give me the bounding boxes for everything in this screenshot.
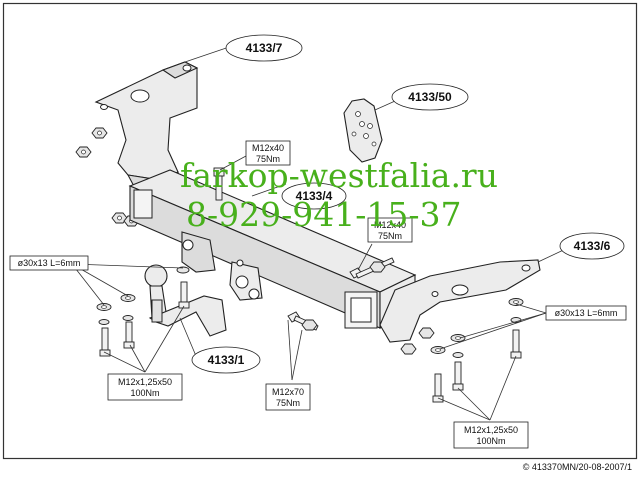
washer-right-3 [430, 346, 446, 354]
bolt-right-3 [432, 373, 444, 403]
spec-washer-right-label: ø30x13 L=6mm [555, 308, 618, 318]
spec-washer-left: ø30x13 L=6mm [9, 255, 89, 271]
bolt-m12x40-a [213, 167, 225, 201]
callout-4133-1-label: 4133/1 [208, 353, 245, 367]
callout-4133-1: 4133/1 [191, 346, 261, 374]
watermark-site: farkop-westfalia.ru [180, 156, 498, 195]
spec-m12x40-a-torque: 75Nm [256, 154, 280, 164]
watermark-phone: 8-929-941-15-37 [186, 195, 462, 234]
nut-left-mid-1 [111, 212, 128, 224]
drawing-frame [2, 2, 638, 460]
bolt-m12x70 [287, 311, 319, 331]
spec-m12x70-size: M12x70 [272, 387, 304, 397]
spec-m12x40-a-size: M12x40 [252, 143, 284, 153]
washer-left-1 [120, 294, 136, 302]
bolt-left-1 [99, 327, 111, 357]
spec-m12x40-a: M12x40 75Nm [245, 140, 291, 166]
spec-m12x70-torque: 75Nm [276, 398, 300, 408]
spec-m12x125-right: M12x1,25x50 100Nm [453, 421, 529, 449]
bracket-right-part [379, 259, 541, 343]
washer-right-2 [450, 334, 466, 342]
callout-4133-6: 4133/6 [559, 232, 625, 260]
callout-4133-6-label: 4133/6 [574, 239, 611, 253]
nut-left-top-2 [75, 146, 92, 158]
spec-m12x125-left: M12x1,25x50 100Nm [107, 373, 183, 401]
spec-m12x40-b: M12x40 75Nm [367, 217, 413, 243]
nut-left-top-1 [91, 127, 108, 139]
spec-m12x40-b-size: M12x40 [374, 220, 406, 230]
bolt-left-2 [123, 321, 135, 349]
callout-4133-4: 4133/4 [281, 182, 347, 210]
washer-left-2 [96, 303, 112, 311]
callout-4133-4-label: 4133/4 [296, 189, 333, 203]
footer-code: © 413370MN/20-08-2007/1 [523, 462, 632, 472]
spec-m12x70: M12x70 75Nm [265, 383, 311, 411]
spec-m12x125-right-torque: 100Nm [476, 436, 505, 446]
spec-washer-right: ø30x13 L=6mm [545, 305, 627, 321]
spec-m12x125-right-size: M12x1,25x50 [464, 425, 518, 435]
spec-m12x40-b-torque: 75Nm [378, 231, 402, 241]
bolt-right-2 [452, 361, 464, 391]
spec-m12x125-left-size: M12x1,25x50 [118, 377, 172, 387]
washer-left-4 [122, 315, 134, 321]
spec-washer-left-label: ø30x13 L=6mm [18, 258, 81, 268]
nut-right-1 [400, 343, 417, 355]
nut-right-2 [418, 327, 435, 339]
washer-right-1 [508, 298, 524, 306]
spec-m12x125-left-torque: 100Nm [130, 388, 159, 398]
washer-right-5 [452, 352, 464, 358]
washer-left-3 [176, 266, 190, 274]
bolt-m12x40-b [349, 257, 395, 279]
coupling-holder [181, 231, 263, 301]
callout-4133-7: 4133/7 [225, 34, 303, 62]
bolt-right-1 [510, 329, 522, 359]
callout-4133-7-label: 4133/7 [246, 41, 283, 55]
callout-4133-50-label: 4133/50 [408, 90, 452, 104]
callout-4133-50: 4133/50 [391, 83, 469, 111]
plate-part [343, 98, 383, 163]
bolt-left-3 [178, 281, 190, 309]
washer-left-5 [98, 319, 110, 325]
ball-neck-part [144, 264, 227, 337]
